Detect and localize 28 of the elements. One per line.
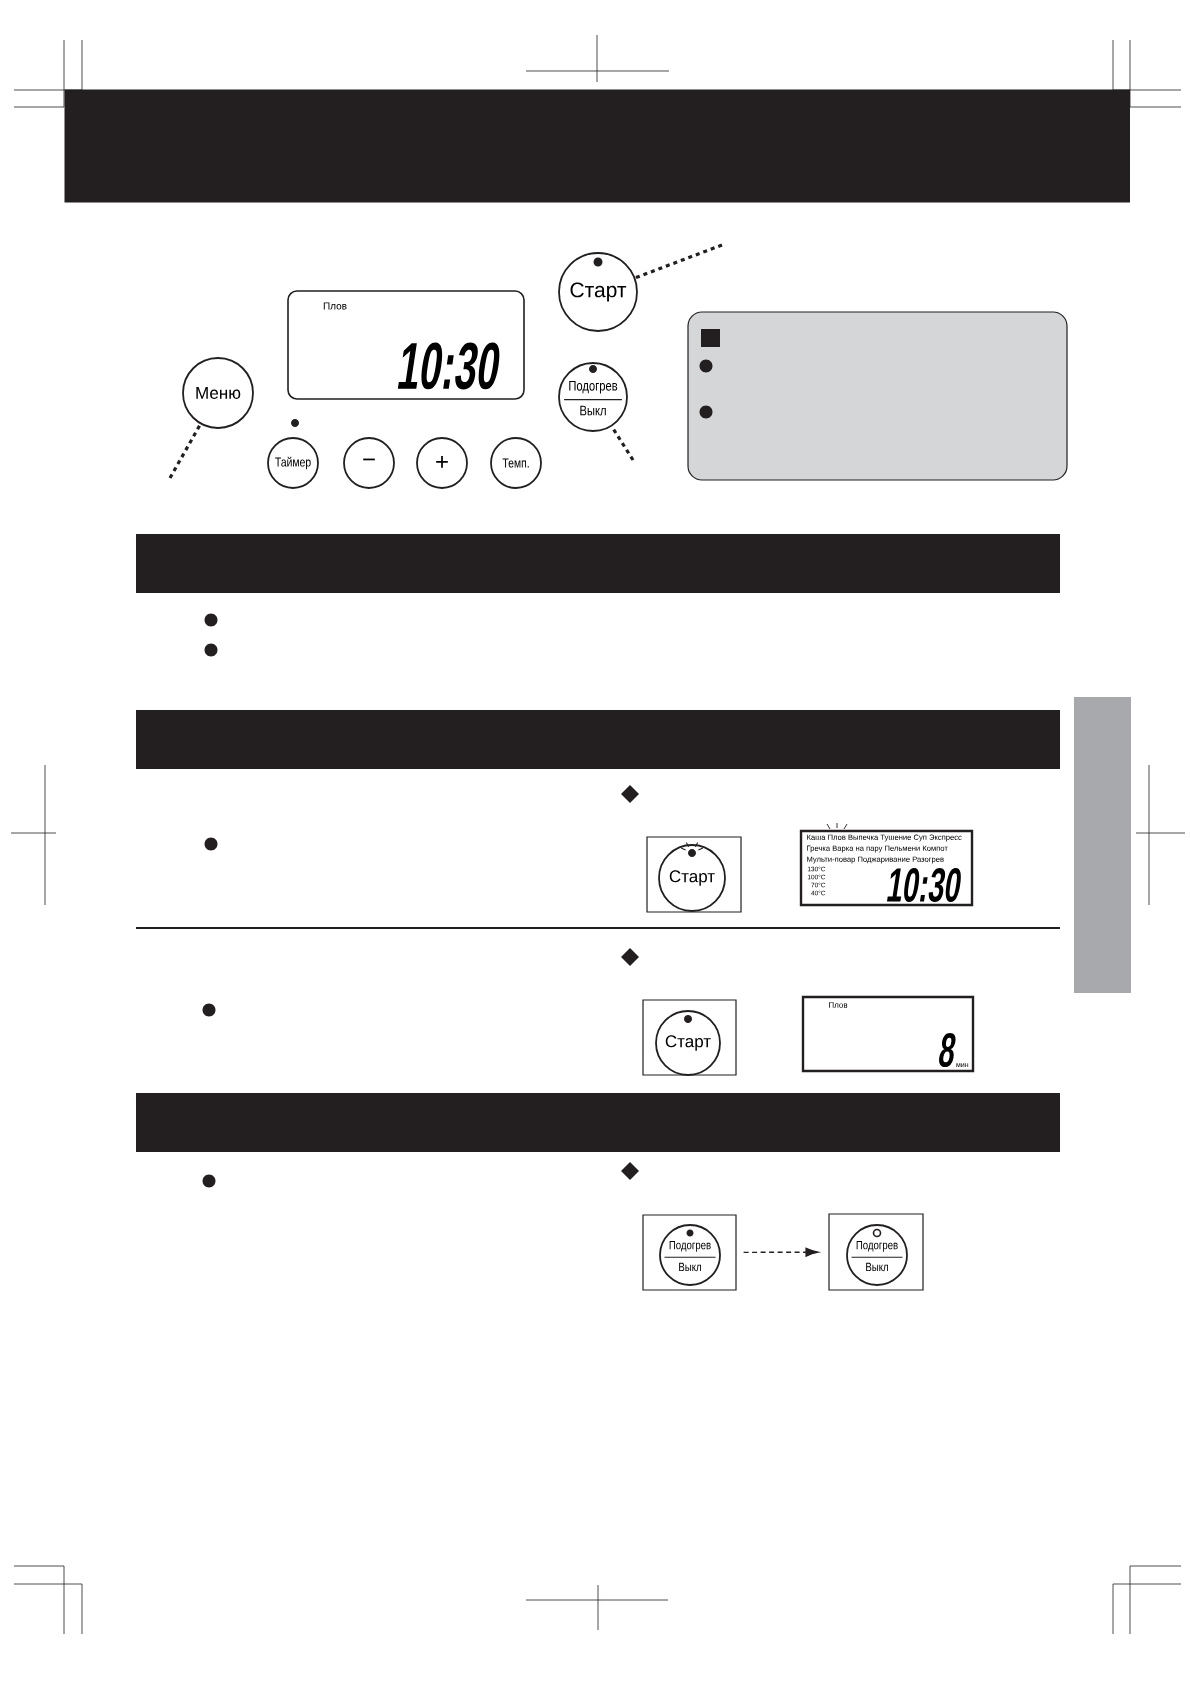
section-bar (136, 1093, 1060, 1152)
timer-button: Таймер (267, 437, 319, 489)
illustration-frame (646, 836, 742, 913)
warm-off-button: Подогрев Выкл (558, 362, 628, 432)
illustration-frame (642, 1214, 737, 1291)
program-label: Плов (829, 1002, 848, 1008)
section-bar (136, 710, 1060, 769)
side-tab (1074, 697, 1131, 993)
program-label: Плов (323, 302, 347, 310)
start-button: Старт (558, 252, 638, 332)
warm-off-button: Подогрев Выкл (846, 1224, 908, 1286)
menu-button: Меню (182, 357, 254, 429)
start-button: Старт (655, 1010, 721, 1076)
temperature-button: Темп. (490, 437, 542, 489)
arrow (742, 1247, 819, 1257)
time-readout: 10:30 (887, 868, 961, 903)
leader-line (168, 423, 202, 479)
start-button: Старт (658, 844, 726, 912)
leader-line (634, 243, 723, 280)
time-readout: 10:30 (397, 342, 500, 390)
section-bar (136, 534, 1060, 593)
minutes-readout: 8 (939, 1033, 956, 1067)
title-bar (64, 89, 1130, 203)
illustration-frame (642, 999, 737, 1076)
warm-off-button: Подогрев Выкл (659, 1224, 721, 1286)
illustration-frame (828, 1213, 924, 1291)
minus-button: − (343, 437, 395, 489)
plus-button: + (416, 437, 468, 489)
